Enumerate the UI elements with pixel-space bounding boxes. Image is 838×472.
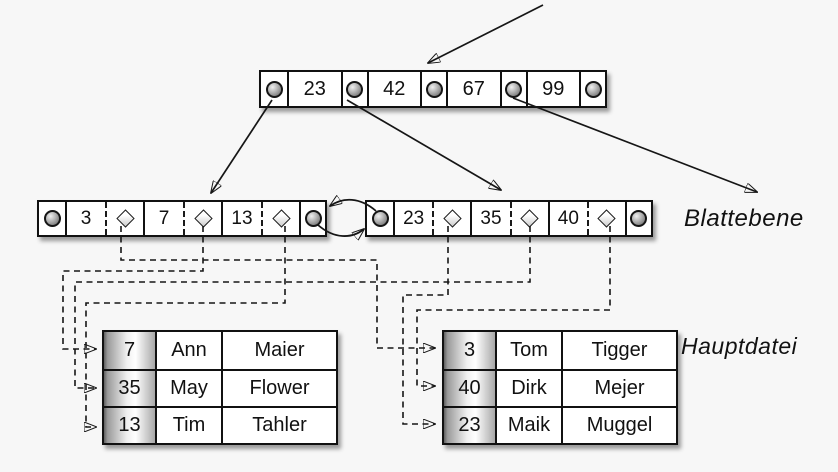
leaf-node-left: 3 7 13 bbox=[37, 200, 327, 237]
table-cell: Tigger bbox=[561, 332, 676, 369]
pointer-circle-icon bbox=[584, 80, 602, 98]
table-key-cell: 35 bbox=[104, 369, 155, 406]
table-key-cell: 23 bbox=[444, 406, 495, 443]
record-pointer-cell bbox=[261, 202, 299, 235]
arrow-root-to-next-leaf bbox=[512, 97, 757, 192]
pointer-circle-icon bbox=[505, 80, 522, 98]
pointer-circle-icon bbox=[346, 80, 363, 98]
key-cell: 40 bbox=[547, 202, 587, 235]
record-pointer-diamond-icon bbox=[443, 209, 462, 228]
record-pointer-cell bbox=[183, 202, 221, 235]
pointer-cell bbox=[367, 202, 393, 235]
table-cell: Maier bbox=[221, 332, 336, 369]
table-cell: Flower bbox=[221, 369, 336, 406]
pointer-cell bbox=[39, 202, 65, 235]
record-pointer-diamond-icon bbox=[597, 209, 617, 228]
table-key-cell: 3 bbox=[444, 332, 495, 369]
leaf-level-label: Blattebene bbox=[684, 205, 804, 232]
key-cell: 7 bbox=[143, 202, 183, 235]
arrow-root-to-right-leaf bbox=[346, 99, 501, 190]
table-cell: Muggel bbox=[561, 406, 676, 443]
record-pointer-diamond-icon bbox=[193, 209, 213, 228]
table-cell: May bbox=[155, 369, 221, 406]
record-pointer-diamond-icon bbox=[115, 209, 135, 228]
arrow-root-to-left-leaf bbox=[211, 99, 273, 193]
record-pointer-diamond-icon bbox=[520, 209, 539, 228]
key-cell: 67 bbox=[446, 72, 500, 106]
key-cell: 23 bbox=[287, 72, 341, 106]
pointer-circle-icon bbox=[304, 210, 322, 227]
root-node: 23 42 67 99 bbox=[259, 70, 607, 108]
record-pointer-diamond-icon bbox=[271, 209, 291, 228]
record-pointer-cell bbox=[586, 202, 625, 235]
pointer-circle-icon bbox=[43, 210, 61, 227]
table-cell: Ann bbox=[155, 332, 221, 369]
record-pointer-cell bbox=[432, 202, 470, 235]
leaf-node-right: 23 35 40 bbox=[365, 200, 653, 237]
record-pointer-cell bbox=[105, 202, 143, 235]
pointer-cell bbox=[420, 72, 446, 106]
table-cell: Tahler bbox=[221, 406, 336, 443]
table-key-cell: 40 bbox=[444, 369, 495, 406]
main-file-table-left: 7 Ann Maier 35 May Flower 13 Tim Tahler bbox=[102, 330, 338, 445]
table-cell: Dirk bbox=[495, 369, 561, 406]
pointer-cell bbox=[261, 72, 287, 106]
key-cell: 35 bbox=[470, 202, 509, 235]
pointer-cell bbox=[499, 72, 526, 106]
pointer-circle-icon bbox=[371, 210, 389, 227]
pointer-circle-icon bbox=[630, 210, 648, 227]
record-pointer-cell bbox=[509, 202, 548, 235]
pointer-cell bbox=[299, 202, 325, 235]
pointer-cell bbox=[579, 72, 605, 106]
table-cell: Mejer bbox=[561, 369, 676, 406]
pointer-circle-icon bbox=[425, 80, 443, 98]
key-cell: 99 bbox=[525, 72, 580, 106]
arrow-into-root bbox=[428, 4, 544, 63]
table-cell: Tom bbox=[495, 332, 561, 369]
key-cell: 3 bbox=[65, 202, 105, 235]
table-key-cell: 7 bbox=[104, 332, 155, 369]
key-cell: 42 bbox=[366, 72, 421, 106]
main-file-label: Hauptdatei bbox=[681, 333, 798, 359]
pointer-cell bbox=[624, 202, 651, 235]
pointer-cell bbox=[340, 72, 367, 106]
main-file-table-right: 3 Tom Tigger 40 Dirk Mejer 23 Maik Mugge… bbox=[442, 330, 678, 445]
table-cell: Tim bbox=[155, 406, 221, 443]
table-key-cell: 13 bbox=[104, 406, 155, 443]
key-cell: 23 bbox=[393, 202, 432, 235]
pointer-circle-icon bbox=[265, 80, 283, 98]
table-cell: Maik bbox=[495, 406, 561, 443]
key-cell: 13 bbox=[221, 202, 261, 235]
